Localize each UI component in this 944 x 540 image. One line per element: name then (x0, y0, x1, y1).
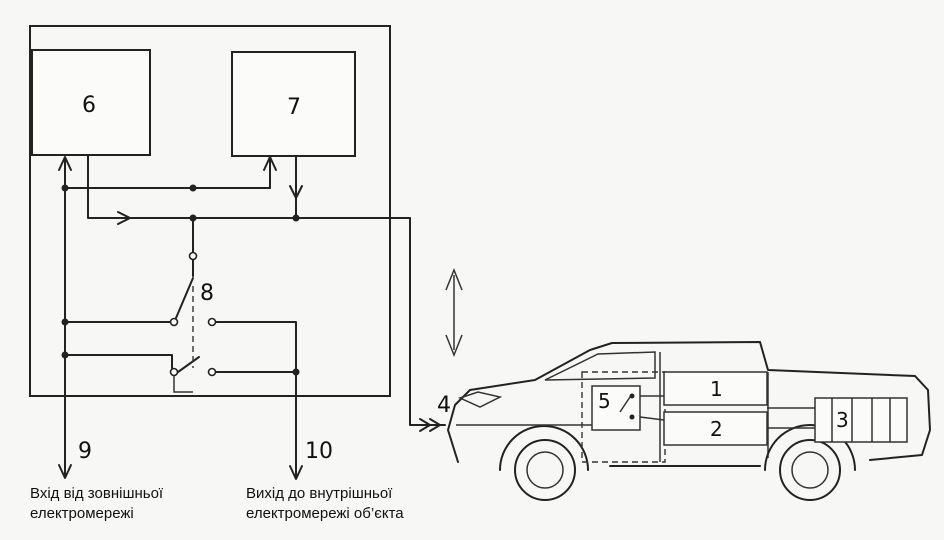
switch-5-contact (629, 414, 635, 420)
contact-1-left (169, 317, 179, 327)
switch-8-blade (175, 277, 194, 319)
line-10-label: 10 (305, 439, 333, 464)
unit-2-label: 2 (710, 417, 723, 441)
unit-1-label: 1 (710, 377, 723, 401)
contact-1-right (207, 317, 217, 327)
switch-5-blade (619, 396, 631, 413)
switch-5-to-unit-2 (639, 416, 665, 421)
junction-dot (292, 368, 300, 376)
vehicle-headlight (457, 391, 503, 408)
block-7 (231, 51, 356, 157)
switch-8-label: 8 (200, 281, 214, 306)
arrow-up-into-7 (263, 156, 277, 171)
double-arrow-up-icon (445, 267, 463, 291)
output-caption-line-2: електромережі об’єкта (246, 505, 404, 522)
arrow-down-from-7 (289, 185, 303, 199)
junction-dot (189, 184, 197, 192)
arrow-down-line-10 (289, 465, 303, 480)
arrow-down-line-9 (58, 464, 72, 479)
switch-compartment (581, 371, 666, 463)
input-caption-line-1: Вхід від зовнішньої (30, 485, 164, 502)
block-6-label: 6 (82, 93, 96, 118)
junction-dot (61, 318, 69, 326)
contact-2-right (207, 367, 217, 377)
rear-wheel-hub (791, 451, 829, 489)
vehicle-window (544, 351, 656, 381)
junction-dot (61, 351, 69, 359)
arrow-right-on-bus (117, 211, 131, 225)
double-arrow-down-icon (445, 334, 463, 358)
contact-2-left (169, 367, 179, 377)
switch-5-label: 5 (598, 389, 611, 413)
rear-wheel (779, 439, 841, 501)
connector-arrow-2 (429, 418, 441, 432)
block-6 (31, 49, 151, 156)
rear-wheel-arch (764, 424, 856, 471)
output-line-6-to-connector (87, 154, 446, 426)
front-wheel (514, 439, 576, 501)
unit-1-box (663, 371, 768, 406)
connector-4-label: 4 (437, 393, 451, 418)
switch-8-lower-blade (177, 356, 200, 373)
contact-row-2-left (64, 354, 173, 369)
battery-3-box (814, 397, 908, 443)
connector-arrow-1 (419, 418, 431, 432)
vehicle-body-outline (447, 341, 931, 463)
battery-3-label: 3 (836, 408, 849, 432)
output-line-10 (215, 321, 297, 477)
switch-8-top-contact (188, 251, 198, 261)
switch-8-return (173, 376, 193, 393)
enclosure-frame (29, 25, 391, 397)
line-9-label: 9 (78, 439, 92, 464)
front-wheel-hub (526, 451, 564, 489)
input-caption-line-2: електромережі (30, 505, 134, 522)
arrow-up-into-6 (58, 156, 72, 171)
front-wheel-arch (499, 425, 589, 471)
junction-dot (61, 184, 69, 192)
switch-5-contact (629, 393, 635, 399)
output-caption-line-1: Вихід до внутрішньої (246, 485, 393, 502)
switch-5-box (591, 385, 641, 431)
block-7-label: 7 (287, 95, 301, 120)
